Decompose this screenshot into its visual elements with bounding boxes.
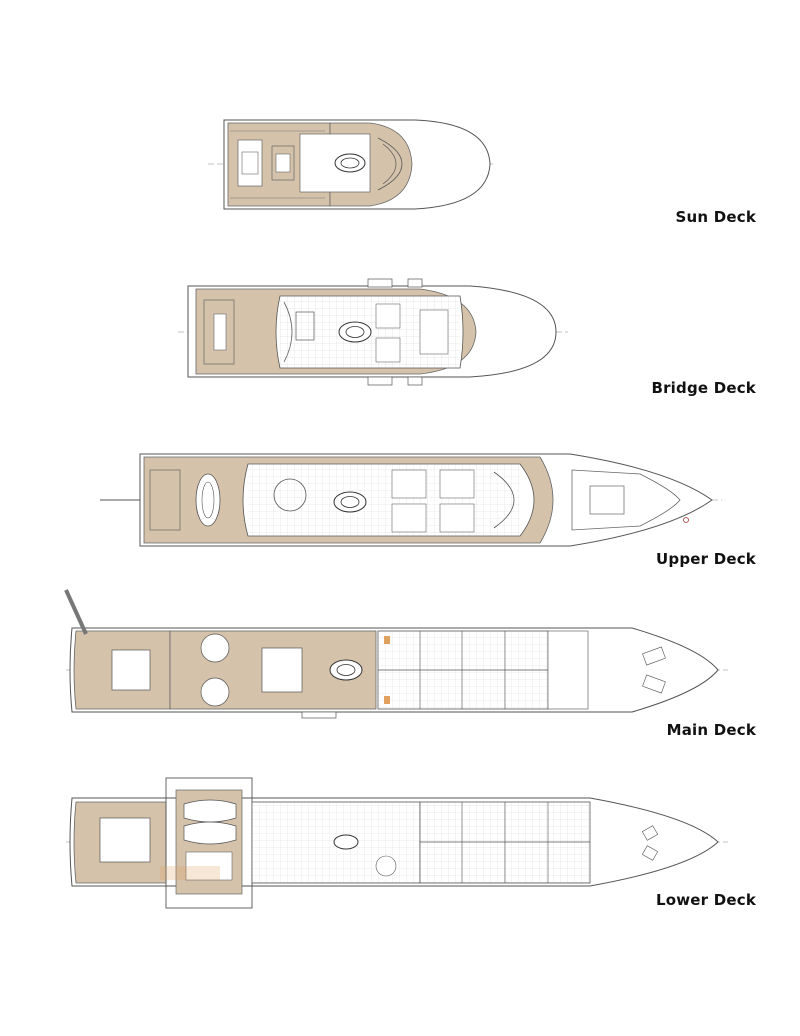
lower-deck-label: Lower Deck	[655, 891, 756, 909]
bridge-deck-label: Bridge Deck	[651, 379, 756, 397]
sun-deck-plan	[208, 119, 495, 210]
lower-deck-plan	[66, 777, 728, 909]
main-deck-plan	[64, 589, 728, 719]
upper-deck-label: Upper Deck	[656, 550, 756, 568]
upper-deck-plan	[100, 453, 722, 547]
sun-deck-label: Sun Deck	[675, 208, 756, 226]
main-deck-label: Main Deck	[666, 721, 756, 739]
bridge-deck-plan	[178, 278, 568, 386]
